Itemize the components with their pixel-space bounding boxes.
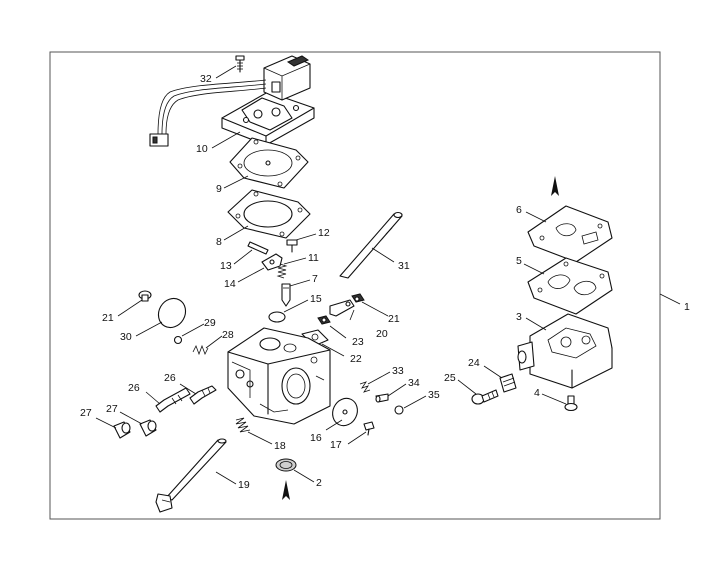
callout-26-a: 26 <box>128 382 140 394</box>
part-14-lever <box>261 253 283 271</box>
part-10-pump-cover <box>149 55 315 147</box>
callout-5: 5 <box>516 255 522 267</box>
callout-10: 10 <box>196 143 208 155</box>
part-9-diaphragm <box>229 137 309 189</box>
part-35-ball <box>394 405 404 415</box>
callout-35: 35 <box>428 389 440 401</box>
callout-28: 28 <box>222 329 234 341</box>
part-29-ball <box>173 335 183 345</box>
callout-14: 14 <box>224 278 236 290</box>
part-23-screw <box>317 315 331 325</box>
part-28-spring <box>192 344 209 356</box>
callout-labels: 32 10 9 8 12 11 13 14 7 15 31 21 30 29 2… <box>80 73 690 491</box>
part-20-choke-lever <box>329 299 355 317</box>
callout-13: 13 <box>220 260 232 272</box>
part-6-gasket <box>527 205 613 263</box>
part-13-pin <box>247 241 269 255</box>
callout-21-left: 21 <box>102 312 114 324</box>
callout-2: 2 <box>316 477 322 489</box>
arrow-up-icon-bottom <box>282 480 290 500</box>
callout-31: 31 <box>398 260 410 272</box>
part-31-shaft <box>339 211 403 279</box>
callout-16: 16 <box>310 432 322 444</box>
callout-17: 17 <box>330 439 342 451</box>
part-24-fitting <box>499 373 517 393</box>
diagram-frame <box>49 51 661 520</box>
part-11-spring <box>276 263 288 279</box>
callout-29: 29 <box>204 317 216 329</box>
callout-12: 12 <box>318 227 330 239</box>
callout-3: 3 <box>516 311 522 323</box>
callout-6: 6 <box>516 204 522 216</box>
part-34-pin <box>375 393 389 403</box>
callout-27-b: 27 <box>106 403 118 415</box>
callout-4: 4 <box>534 387 540 399</box>
callout-19: 19 <box>238 479 250 491</box>
part-3-pump-body <box>517 313 613 389</box>
callout-25: 25 <box>444 372 456 384</box>
part-21-screw-right <box>351 293 365 303</box>
part-18-spring <box>235 417 251 433</box>
callout-9: 9 <box>216 183 222 195</box>
part-33-spring <box>359 381 371 393</box>
part-15-disc <box>268 311 286 323</box>
callout-26-b: 26 <box>164 372 176 384</box>
callout-1: 1 <box>684 301 690 313</box>
callout-11: 11 <box>308 252 319 264</box>
part-32-screw <box>235 55 245 73</box>
callout-33: 33 <box>392 365 404 377</box>
leader-lines <box>95 65 681 485</box>
callout-27-a: 27 <box>80 407 92 419</box>
arrow-up-icon-right <box>551 176 559 196</box>
callout-22: 22 <box>350 353 362 365</box>
callout-8: 8 <box>216 236 222 248</box>
part-26-needle-a <box>155 387 191 413</box>
part-21-screw-left <box>138 290 152 302</box>
part-5-diaphragm <box>527 257 613 315</box>
callout-18: 18 <box>274 440 286 452</box>
part-2-filter-screen <box>275 458 297 472</box>
callout-24: 24 <box>468 357 480 369</box>
part-26-needle-b <box>189 385 217 405</box>
part-30-throttle-plate <box>157 297 187 329</box>
carburetor-body <box>227 327 331 425</box>
callout-7: 7 <box>312 273 318 285</box>
callout-20: 20 <box>376 328 388 340</box>
callout-34: 34 <box>408 377 420 389</box>
callout-30: 30 <box>120 331 132 343</box>
part-16-choke-plate <box>332 397 358 427</box>
part-19-throttle-shaft <box>155 438 227 513</box>
callout-15: 15 <box>310 293 322 305</box>
part-8-gasket <box>227 189 311 239</box>
callout-21-right: 21 <box>388 313 400 325</box>
part-17-screw <box>363 421 375 436</box>
part-25-screw <box>471 389 499 405</box>
part-4-screw <box>564 395 578 412</box>
part-12-screw <box>286 239 298 253</box>
callout-32: 32 <box>200 73 212 85</box>
part-27-cap-b <box>139 419 157 437</box>
callout-23: 23 <box>352 336 364 348</box>
part-7-needle <box>281 283 291 307</box>
part-27-cap-a <box>113 421 131 439</box>
